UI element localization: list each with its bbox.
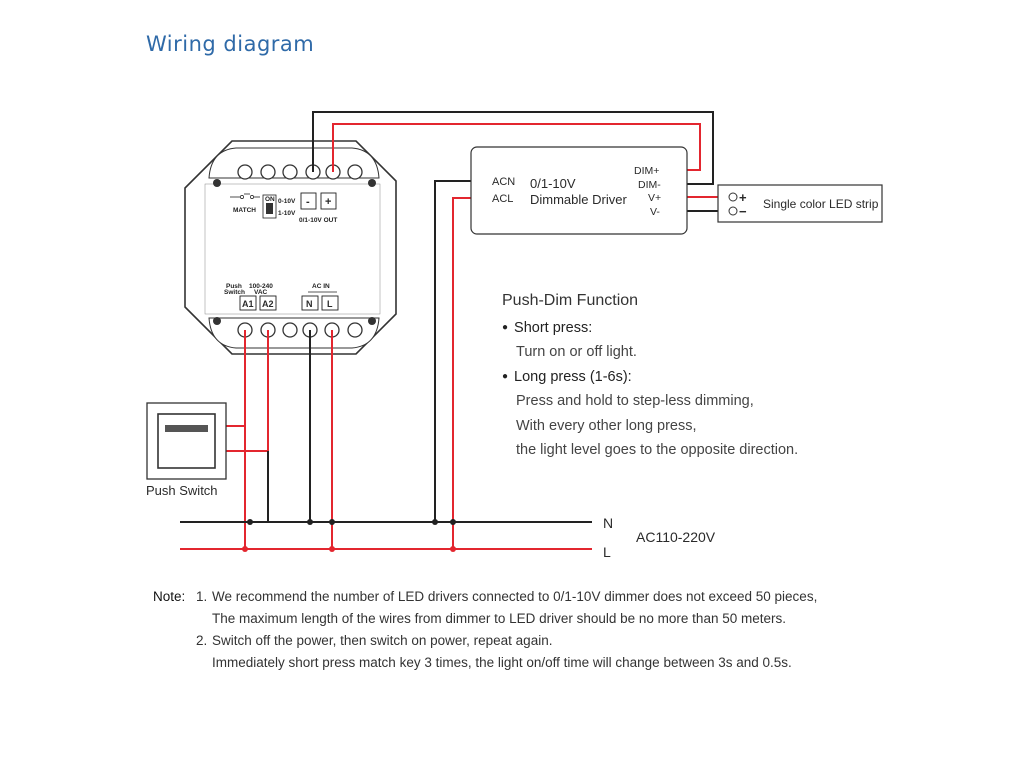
driver-acl-label: ACL [492, 193, 513, 205]
dip-on-label: ON [265, 196, 275, 203]
push-dim-function: Push-Dim Function Short press: Turn on o… [502, 289, 798, 463]
mains-voltage-label: AC110-220V [636, 529, 716, 545]
driver-acn-label: ACN [492, 176, 515, 188]
push-switch: Push Switch [146, 402, 227, 498]
driver-dim-minus-label: DIM- [638, 179, 661, 191]
out-plus-label: + [325, 196, 331, 208]
match-label: MATCH [233, 207, 256, 214]
note-1-number: 1. [196, 589, 208, 604]
out-minus-label: - [306, 196, 310, 208]
long-press-title: Long press (1-6s): [502, 365, 798, 390]
output-terminals: - + 0/1-10V OUT [299, 192, 337, 224]
led-strip-minus: − [739, 204, 747, 219]
long-press-desc-3: the light level goes to the opposite dir… [516, 442, 799, 458]
short-press-title: Short press: [502, 316, 798, 341]
out-label: 0/1-10V OUT [299, 217, 337, 224]
top-terminals [237, 164, 363, 180]
mains-l-label: L [603, 544, 611, 560]
term-l-label: L [327, 299, 333, 309]
note-1-line-1: We recommend the number of LED drivers c… [212, 589, 818, 604]
long-press-desc-1: Press and hold to step-less dimming, [516, 393, 754, 409]
term-n-label: N [306, 299, 313, 309]
vac-label-1: 100-240 [249, 283, 273, 290]
term-a1-label: A1 [242, 299, 254, 309]
led-driver: ACN ACL 0/1-10V Dimmable Driver DIM+ DIM… [470, 146, 688, 235]
driver-name-line2: Dimmable Driver [530, 192, 627, 207]
match-key: MATCH [230, 193, 260, 214]
long-press-desc-2: With every other long press, [516, 417, 697, 434]
led-strip-label: Single color LED strip [763, 197, 879, 211]
dip-1-10v-label: 1-10V [278, 210, 296, 217]
dimmer-module [184, 140, 397, 355]
driver-dim-plus-label: DIM+ [634, 165, 659, 177]
push-switch-label: Push Switch [146, 483, 218, 498]
term-a2-label: A2 [262, 299, 274, 309]
notes: Note: 1. We recommend the number of LED … [153, 586, 817, 674]
mains-labels: N L AC110-220V [603, 515, 716, 560]
input-labels: Push Switch 100-240 VAC A1 A2 AC IN N L [224, 283, 339, 311]
dip-0-10v-label: 0-10V [278, 198, 296, 205]
note-1-line-2: The maximum length of the wires from dim… [212, 611, 786, 626]
note-2-line-1: Switch off the power, then switch on pow… [212, 633, 553, 648]
notes-label: Note: [153, 589, 186, 604]
driver-name-line1: 0/1-10V [530, 176, 576, 191]
push-label-1: Push [226, 283, 242, 290]
acin-label: AC IN [312, 283, 330, 290]
led-strip-plus: + [739, 190, 747, 205]
driver-v-minus-label: V- [650, 206, 660, 218]
dip-switch: ON 0-10V 1-10V [262, 194, 296, 219]
note-2-line-2: Immediately short press match key 3 time… [212, 655, 792, 670]
vac-label-2: VAC [254, 289, 268, 296]
function-title: Push-Dim Function [502, 292, 639, 309]
mains-n-label: N [603, 515, 613, 531]
wires [180, 111, 732, 550]
note-2-number: 2. [196, 633, 208, 648]
driver-v-plus-label: V+ [648, 192, 661, 204]
push-label-2: Switch [224, 289, 245, 296]
led-strip: + − Single color LED strip [717, 184, 883, 223]
page-title: Wiring diagram [146, 32, 315, 56]
short-press-desc: Turn on or off light. [516, 344, 637, 360]
